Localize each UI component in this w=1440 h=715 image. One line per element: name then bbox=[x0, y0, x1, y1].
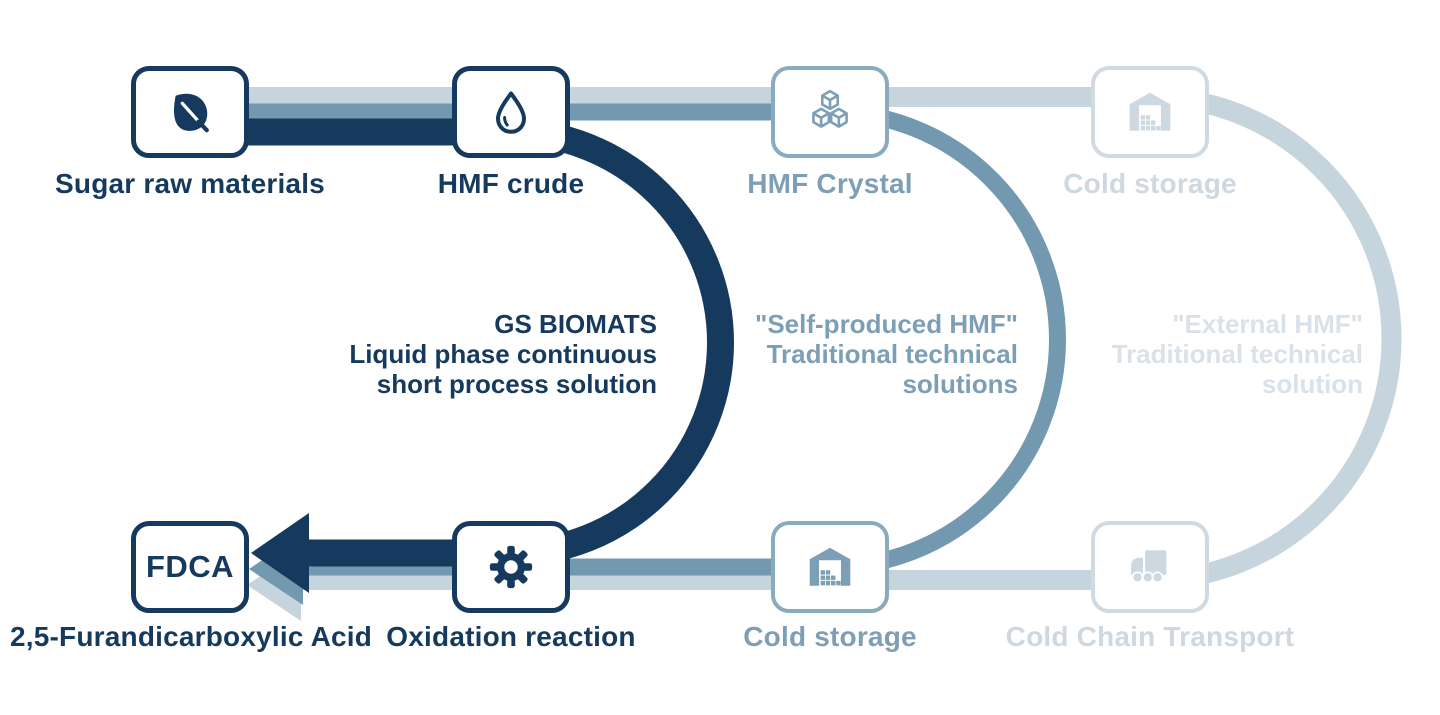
route-text-self-produced: "Self-produced HMF" Traditional technica… bbox=[755, 309, 1018, 399]
warehouse-icon bbox=[809, 547, 851, 586]
route-text-gs-biomats: GS BIOMATS Liquid phase continuous short… bbox=[349, 309, 657, 399]
flow-path-external-route bbox=[189, 87, 1402, 590]
route-text-line: Traditional technical bbox=[1111, 339, 1363, 369]
arrowhead-gs-biomats-route bbox=[251, 513, 309, 593]
label-oxidation-reaction: Oxidation reaction bbox=[386, 621, 636, 652]
flow-path-self-produced-route bbox=[189, 103, 1066, 576]
gear-icon bbox=[489, 545, 533, 589]
droplet-icon bbox=[496, 91, 526, 134]
warehouse-icon bbox=[1129, 92, 1171, 131]
route-text-line: Liquid phase continuous bbox=[349, 339, 657, 369]
route-text-line: solutions bbox=[902, 369, 1018, 399]
node-hmf-crystal bbox=[771, 66, 889, 158]
cubes-icon bbox=[812, 89, 848, 128]
label-cold-chain-transport: Cold Chain Transport bbox=[1005, 621, 1295, 652]
route-text-line: short process solution bbox=[376, 369, 657, 399]
route-text-line: Traditional technical bbox=[766, 339, 1018, 369]
label-fdca-full-name: 2,5-Furandicarboxylic Acid bbox=[10, 621, 373, 652]
route-text-line: GS BIOMATS bbox=[494, 309, 657, 339]
leaf-icon bbox=[173, 93, 209, 133]
route-text-line: "Self-produced HMF" bbox=[755, 309, 1018, 339]
label-sugar-raw-materials: Sugar raw materials bbox=[55, 168, 325, 199]
node-oxidation-reaction bbox=[452, 521, 570, 613]
fdca-text: FDCA bbox=[145, 549, 235, 584]
route-text-line: solution bbox=[1261, 369, 1363, 399]
label-hmf-crystal: HMF Crystal bbox=[747, 168, 913, 199]
node-cold-storage-top bbox=[1091, 66, 1209, 158]
route-text-external: "External HMF" Traditional technical sol… bbox=[1112, 309, 1363, 399]
flow-path-gs-biomats-route bbox=[189, 118, 734, 567]
node-sugar-raw-materials bbox=[131, 66, 249, 158]
label-cold-storage-top: Cold storage bbox=[1063, 168, 1237, 199]
node-fdca: FDCA bbox=[131, 521, 249, 613]
route-text-line: "External HMF" bbox=[1172, 309, 1363, 339]
node-cold-storage-bottom bbox=[771, 521, 889, 613]
label-cold-storage-bottom: Cold storage bbox=[743, 621, 917, 652]
label-hmf-crude: HMF crude bbox=[437, 168, 585, 199]
node-cold-chain-transport bbox=[1091, 521, 1209, 613]
truck-icon bbox=[1131, 550, 1167, 584]
node-hmf-crude bbox=[452, 66, 570, 158]
